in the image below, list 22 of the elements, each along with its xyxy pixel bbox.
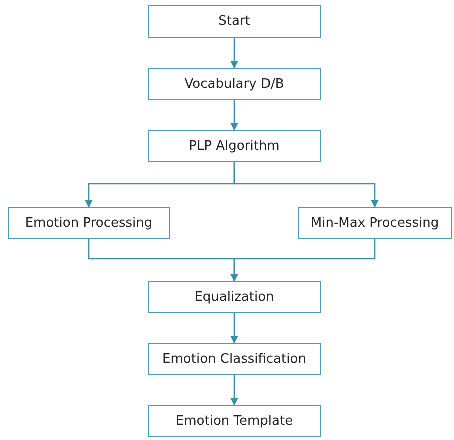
- process-box: [148, 405, 321, 437]
- box-label: PLP Algorithm: [189, 138, 280, 154]
- connector-arrow: [230, 375, 238, 406]
- connector-arrow: [234, 162, 379, 208]
- box-label: Emotion Template: [176, 414, 294, 428]
- box-label: Emotion Classification: [162, 352, 306, 366]
- connector-arrow: [230, 38, 238, 69]
- box-label: Equalization: [194, 290, 274, 304]
- box-label: Emotion Processing: [25, 216, 153, 230]
- process-box: [148, 5, 321, 38]
- connector-arrow: [230, 100, 238, 131]
- process-box: [148, 68, 321, 100]
- connector-arrow: [230, 239, 376, 282]
- connector-arrow: [230, 313, 238, 344]
- box-label: Min-Max Processing: [310, 216, 440, 230]
- process-box: [148, 343, 321, 375]
- process-box: [148, 130, 321, 162]
- process-box: [298, 207, 452, 239]
- process-box: [148, 281, 321, 313]
- process-box: [8, 207, 170, 239]
- box-label: Vocabulary D/B: [184, 76, 284, 92]
- box-label: Start: [218, 14, 250, 29]
